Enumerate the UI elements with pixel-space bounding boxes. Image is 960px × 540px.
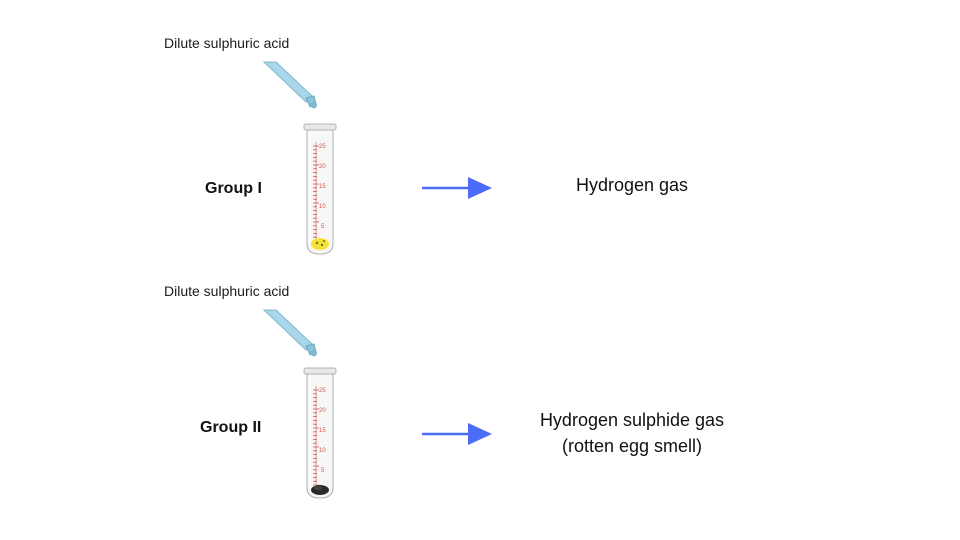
product-label-1: Hydrogen gas — [532, 172, 732, 198]
test-tube-2: 25 20 15 10 5 — [303, 367, 337, 499]
scale-label-20: 20 — [319, 164, 326, 170]
scale-label-10: 10 — [319, 204, 326, 210]
dropper-icon — [262, 309, 317, 357]
scale-label-10: 10 — [319, 448, 326, 454]
product-line-2: (rotten egg smell) — [561, 436, 703, 456]
scale-label-5: 5 — [321, 224, 325, 230]
test-tube-1: 25 20 15 10 5 — [303, 123, 337, 255]
scale-label-15: 15 — [319, 428, 326, 434]
reagent-label-1: Dilute sulphuric acid — [164, 35, 290, 51]
scale-label-25: 25 — [319, 388, 326, 394]
product-label-2: Hydrogen sulphide gas (rotten egg smell) — [512, 407, 752, 459]
yellow-sample — [311, 238, 329, 250]
group-label-1: Group I — [205, 180, 262, 197]
scale-label-20: 20 — [319, 408, 326, 414]
scale-label-25: 25 — [319, 144, 326, 150]
scale-label-5: 5 — [321, 468, 325, 474]
product-line-1: Hydrogen sulphide gas — [539, 410, 725, 430]
arrow-icon — [422, 177, 492, 199]
reagent-label-2: Dilute sulphuric acid — [164, 283, 290, 299]
scale-label-15: 15 — [319, 184, 326, 190]
dropper-icon — [262, 61, 317, 109]
product-line-1: Hydrogen gas — [575, 175, 689, 195]
arrow-icon — [422, 423, 492, 445]
group-label-2: Group II — [200, 419, 262, 436]
